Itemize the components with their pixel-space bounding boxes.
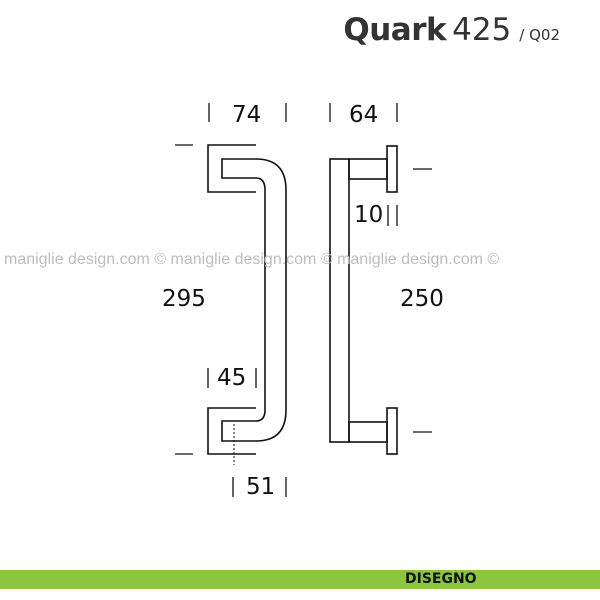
dim-base-width: 45: [217, 365, 247, 391]
product-name: Quark: [343, 12, 447, 48]
dim-grip-offset: 51: [246, 474, 276, 500]
dim-depth: 64: [349, 102, 379, 128]
front-view: [207, 144, 287, 465]
footer-label: DISEGNO: [405, 571, 477, 587]
watermark: maniglie design.com © maniglie design.co…: [4, 251, 500, 268]
handle-tube-inner: [255, 177, 266, 422]
dimension-ticks: [175, 103, 432, 497]
model-number: 425: [452, 12, 512, 48]
handle-tube-outer: [255, 158, 287, 442]
dim-height: 295: [162, 286, 206, 312]
bottom-standoff: [348, 421, 388, 443]
footer-bar: DISEGNO: [0, 570, 600, 589]
grip-bar: [329, 158, 350, 443]
bottom-rosette: [386, 407, 398, 455]
top-rosette: [386, 145, 398, 193]
top-standoff: [348, 158, 388, 180]
dim-rosette-thickness: 10: [354, 202, 384, 228]
bottom-bracket: [207, 407, 256, 455]
dim-center-distance: 250: [400, 286, 444, 312]
dim-width: 74: [232, 102, 262, 128]
side-view: [329, 145, 398, 455]
product-code: / Q02: [519, 26, 560, 44]
top-bracket: [207, 144, 256, 193]
